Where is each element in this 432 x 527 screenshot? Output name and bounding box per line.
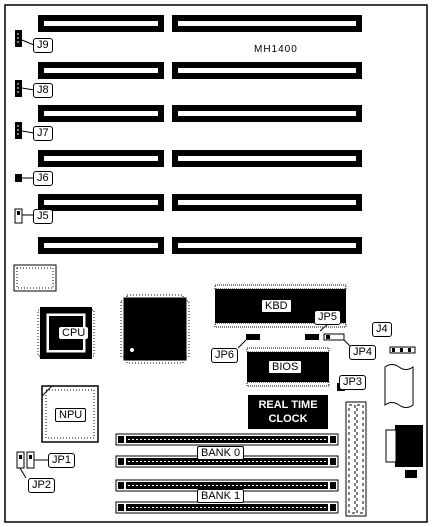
jp6-pins bbox=[246, 334, 260, 340]
jp2-label: JP2 bbox=[28, 478, 55, 493]
j9-label: J9 bbox=[33, 38, 53, 53]
battery-component bbox=[384, 364, 414, 408]
power-connector bbox=[345, 401, 367, 517]
board-model-label: MH1400 bbox=[254, 44, 298, 55]
j5-label: J5 bbox=[33, 209, 53, 224]
bios-label: BIOS bbox=[268, 360, 303, 374]
jp1-pins bbox=[26, 451, 35, 469]
cpu-label: CPU bbox=[59, 327, 89, 339]
j8-pins bbox=[15, 80, 35, 97]
jp2-pins bbox=[16, 451, 25, 469]
chipset-chip bbox=[120, 294, 190, 364]
j9-pins bbox=[15, 30, 35, 47]
j7-pins bbox=[15, 122, 35, 139]
jp6-label: JP6 bbox=[211, 348, 238, 363]
bank1-label: BANK 1 bbox=[197, 489, 245, 503]
jp5-label: JP5 bbox=[314, 310, 341, 325]
bank0-slots bbox=[115, 433, 339, 468]
keyboard-connector bbox=[385, 425, 423, 478]
kbd-label: KBD bbox=[261, 299, 292, 313]
jp1-label: JP1 bbox=[48, 453, 75, 468]
npu-label: NPU bbox=[55, 408, 87, 422]
expansion-slots-left bbox=[38, 15, 164, 254]
bank0-label: BANK 0 bbox=[197, 446, 245, 460]
real-time-clock-chip: REAL TIME CLOCK bbox=[248, 395, 328, 429]
jp4-label: JP4 bbox=[349, 345, 376, 360]
jp4-pins bbox=[323, 333, 345, 341]
bios-chip bbox=[246, 347, 330, 387]
rtc-label-line2: CLOCK bbox=[268, 413, 308, 425]
j5-pins bbox=[14, 208, 34, 224]
rtc-label-line1: REAL TIME bbox=[258, 399, 318, 411]
jp3-label: JP3 bbox=[339, 375, 366, 390]
small-component bbox=[13, 264, 57, 292]
j6-pins bbox=[15, 174, 34, 182]
j7-label: J7 bbox=[33, 126, 53, 141]
j4-label: J4 bbox=[372, 322, 392, 337]
j8-label: J8 bbox=[33, 83, 53, 98]
expansion-slots-right bbox=[172, 15, 362, 254]
j6-label: J6 bbox=[33, 171, 53, 186]
npu-socket bbox=[41, 385, 99, 443]
jp5-pins bbox=[305, 334, 319, 340]
